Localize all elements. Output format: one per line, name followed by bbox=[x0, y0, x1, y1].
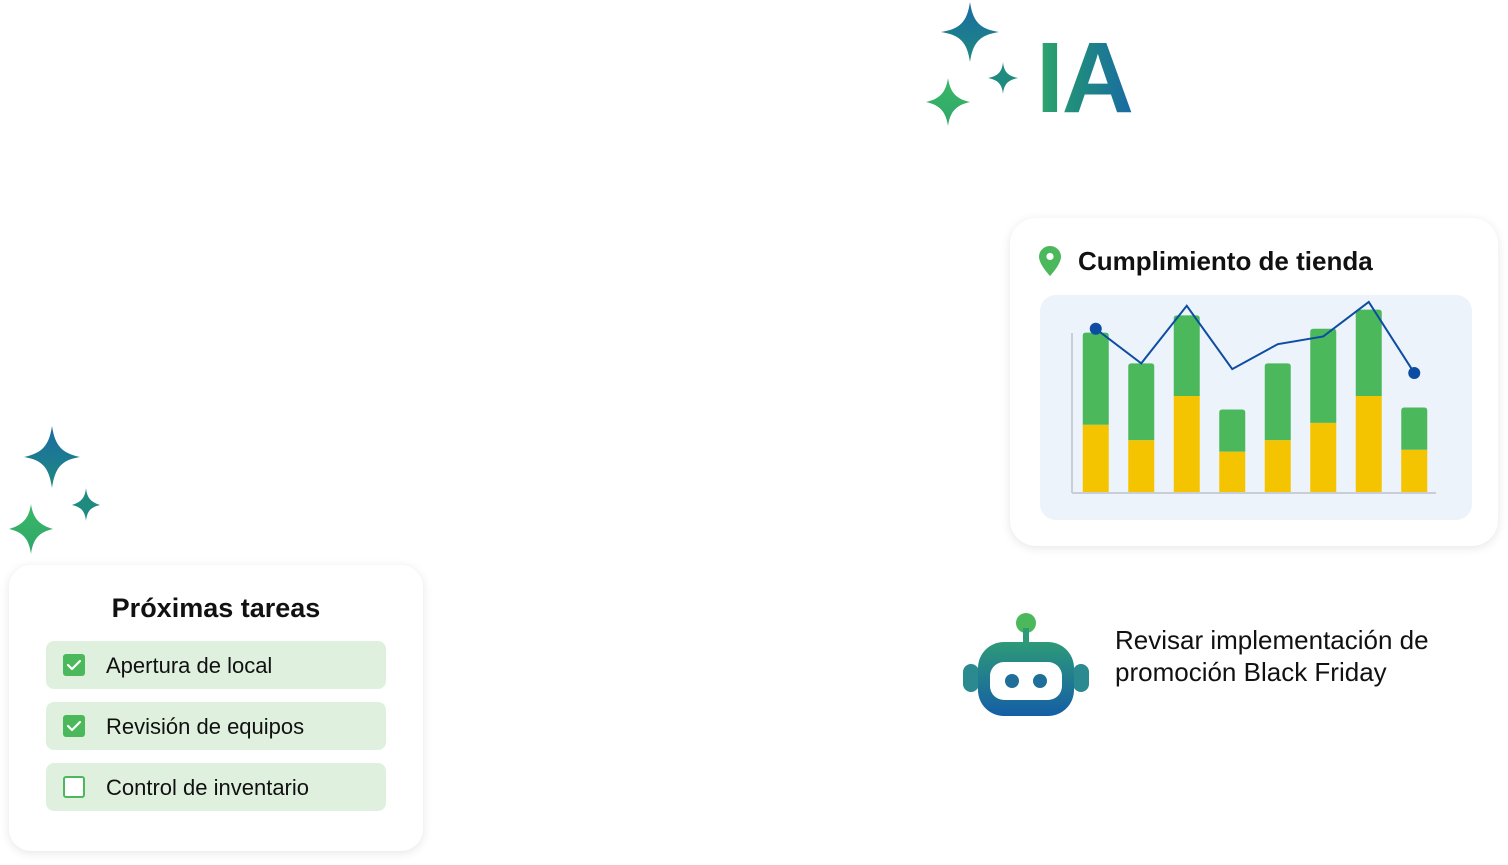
checked-checkbox-icon[interactable] bbox=[63, 654, 85, 676]
location-pin-icon bbox=[1039, 246, 1061, 276]
task-label: Control de inventario bbox=[106, 775, 310, 800]
trend-point bbox=[1408, 366, 1421, 379]
store-compliance-card: Cumplimiento de tienda bbox=[1010, 218, 1498, 546]
bar-segment bbox=[1219, 409, 1246, 452]
trend-point bbox=[1089, 322, 1102, 335]
chart-panel bbox=[1040, 295, 1472, 520]
bar-segment bbox=[1219, 451, 1246, 492]
task-label: Revisión de equipos bbox=[106, 714, 305, 739]
task-item[interactable]: Apertura de local bbox=[46, 641, 386, 689]
bar-segment bbox=[1264, 440, 1291, 492]
bar-segment bbox=[1264, 363, 1291, 441]
bar-segment bbox=[1173, 396, 1200, 492]
bar-segment bbox=[1173, 315, 1200, 396]
bar-segment bbox=[1310, 422, 1337, 492]
bar-segment bbox=[1401, 407, 1428, 450]
bar-segment bbox=[1355, 396, 1382, 492]
task-item[interactable]: Revisión de equipos bbox=[46, 702, 386, 750]
chart-title: Cumplimiento de tienda bbox=[1078, 246, 1373, 276]
bar-segment bbox=[1401, 449, 1428, 492]
assistant-message: Revisar implementación de promoción Blac… bbox=[1115, 625, 1429, 687]
bar-segment bbox=[1355, 309, 1382, 396]
bar-segment bbox=[1128, 363, 1155, 441]
bar-segment bbox=[1128, 440, 1155, 492]
task-item[interactable]: Control de inventario bbox=[46, 763, 386, 811]
sparkles-icon bbox=[9, 426, 100, 554]
robot-icon bbox=[963, 613, 1089, 716]
task-label: Apertura de local bbox=[106, 653, 273, 678]
tasks-title: Próximas tareas bbox=[111, 593, 321, 623]
bar-segment bbox=[1082, 332, 1109, 425]
unchecked-checkbox-icon[interactable] bbox=[63, 776, 85, 798]
bar-segment bbox=[1310, 328, 1337, 423]
upcoming-tasks-card: Próximas tareas Apertura de local Revisi… bbox=[9, 565, 423, 851]
ia-logo-text: IA bbox=[1036, 22, 1134, 134]
stacked-bar-line-chart bbox=[1071, 300, 1436, 494]
trend-line bbox=[1095, 300, 1416, 374]
checked-checkbox-icon[interactable] bbox=[63, 715, 85, 737]
bar-segment bbox=[1082, 424, 1109, 492]
sparkles-icon bbox=[926, 2, 1018, 126]
